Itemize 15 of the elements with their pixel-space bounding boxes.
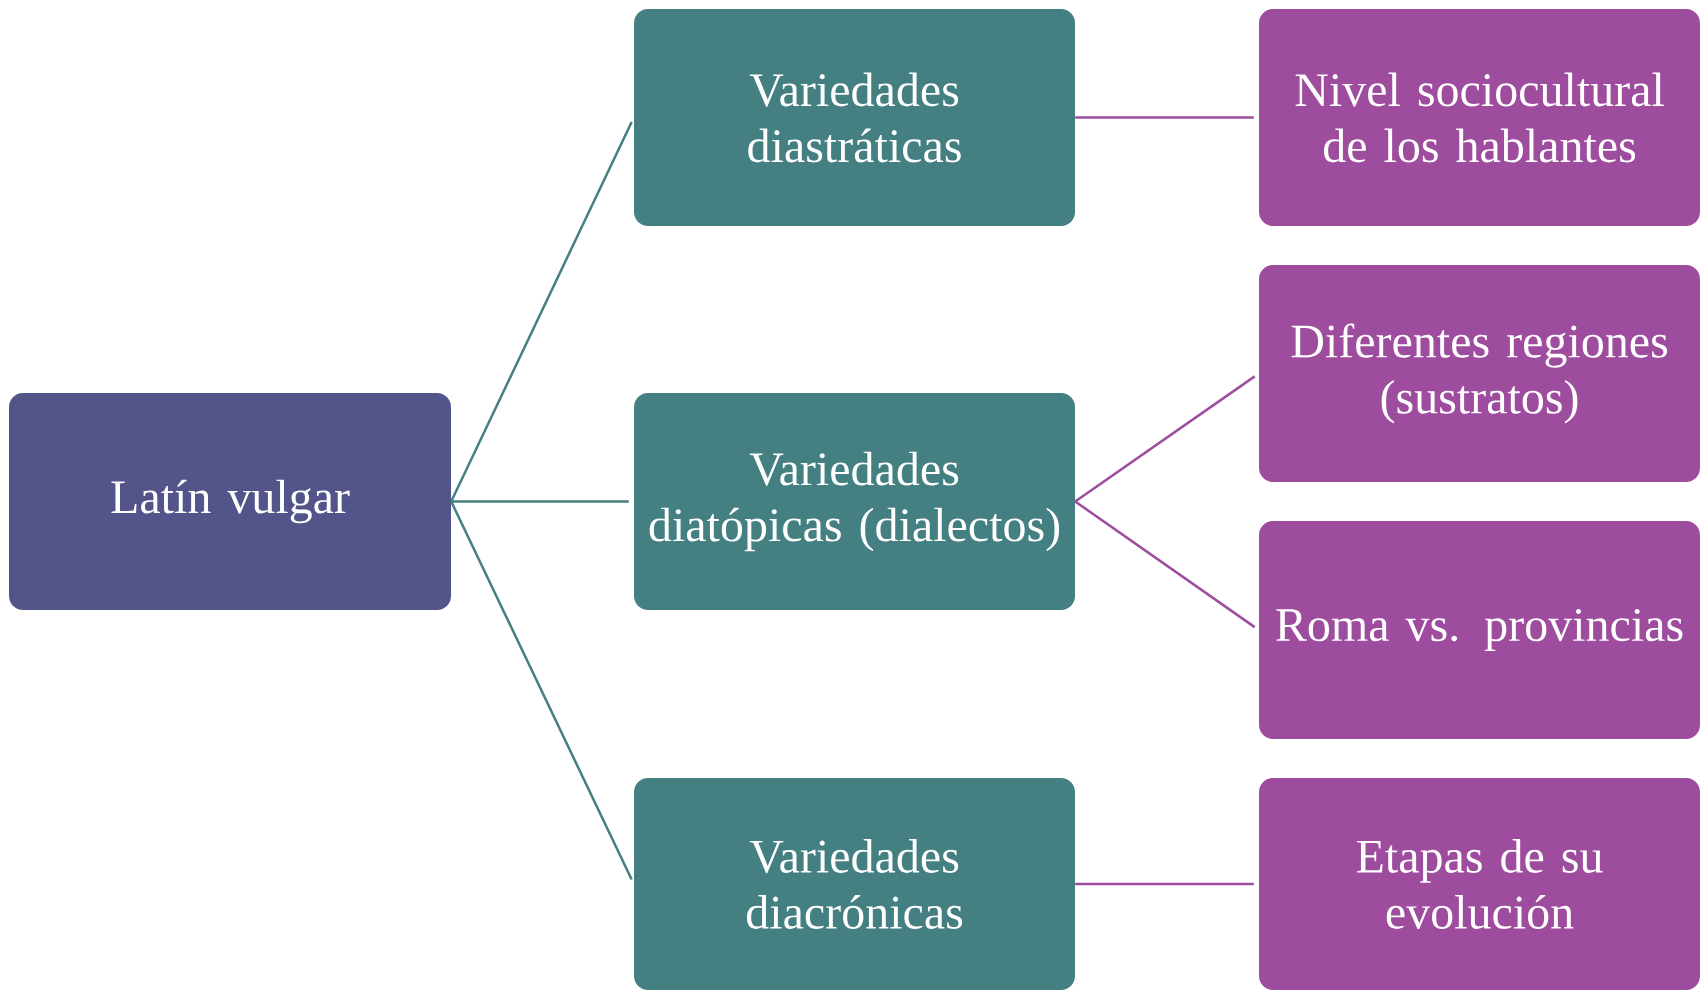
connector-line xyxy=(1074,375,1256,503)
topic-box: Roma vs. provincias xyxy=(1259,521,1700,739)
connector-line xyxy=(1075,882,1254,886)
topic-box: Latín vulgar xyxy=(9,393,451,610)
connector-line xyxy=(450,500,633,881)
topic-box: Variedades diatópicas (dialectos) xyxy=(634,393,1075,610)
topic-box: Nivel sociocultural de los hablantes xyxy=(1259,9,1700,226)
topic-box: Etapas de su evolución xyxy=(1259,778,1700,990)
topic-box: Diferentes regiones (sustratos) xyxy=(1259,265,1700,482)
connector-line xyxy=(1074,500,1256,629)
connector-line xyxy=(451,500,629,503)
topic-box: Variedades diastráticas xyxy=(634,9,1075,226)
connector-line xyxy=(1075,116,1254,119)
topic-box: Variedades diacrónicas xyxy=(634,778,1075,990)
connector-line xyxy=(450,121,633,503)
